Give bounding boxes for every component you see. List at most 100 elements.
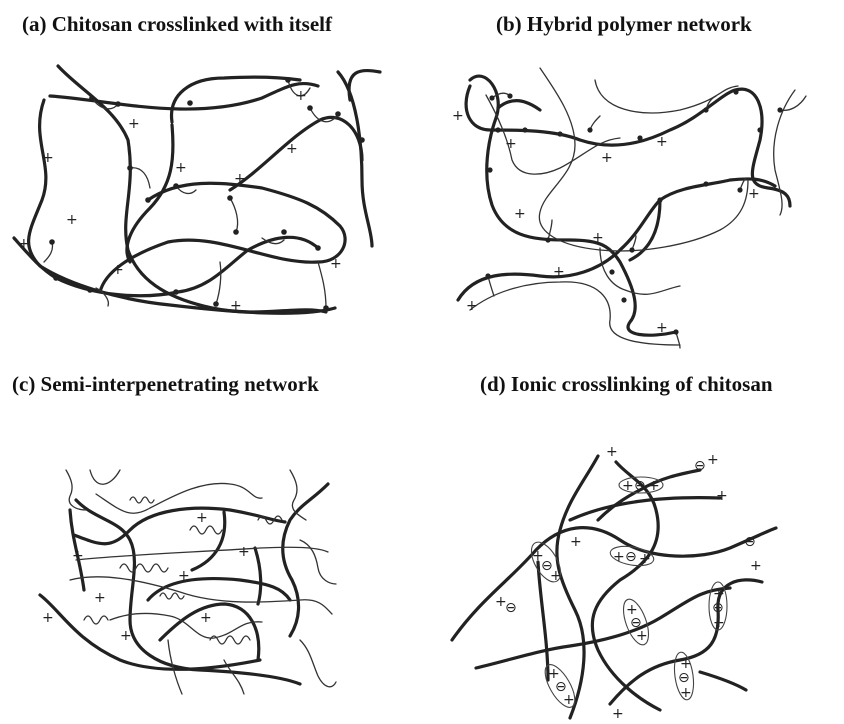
crosslink-node bbox=[737, 187, 742, 192]
panel-a-chains bbox=[14, 66, 380, 313]
crosslink-node bbox=[621, 297, 626, 302]
crosslink bbox=[130, 168, 150, 188]
polymer-chain bbox=[700, 672, 746, 690]
secondary-polymer-chain bbox=[595, 80, 738, 113]
crosslink-node bbox=[89, 95, 95, 101]
crosslink-node bbox=[187, 100, 193, 106]
polymer-chain bbox=[172, 77, 300, 122]
crosslink-node bbox=[557, 131, 562, 136]
crosslink-node bbox=[489, 95, 494, 100]
positive-charge: + bbox=[550, 568, 562, 584]
panel-c-thick-chains bbox=[40, 484, 328, 684]
positive-charge: + bbox=[505, 136, 517, 152]
positive-charge: + bbox=[94, 590, 106, 606]
polymer-chain bbox=[14, 237, 318, 295]
positive-charge: + bbox=[636, 628, 648, 644]
secondary-polymer-chain bbox=[90, 470, 120, 484]
positive-charge: + bbox=[286, 141, 298, 157]
positive-charge: + bbox=[639, 551, 651, 567]
crosslink bbox=[44, 242, 53, 262]
positive-charge: + bbox=[601, 150, 613, 166]
positive-charge: + bbox=[234, 171, 246, 187]
crosslink-node bbox=[609, 269, 614, 274]
crosslink-node bbox=[285, 77, 291, 83]
crosslink-node bbox=[733, 89, 738, 94]
positive-charge: + bbox=[592, 230, 604, 246]
positive-charge: + bbox=[648, 478, 660, 494]
crosslink-node bbox=[487, 167, 492, 172]
crosslink-node bbox=[307, 105, 313, 111]
crosslink-node bbox=[703, 181, 708, 186]
positive-charge: + bbox=[178, 568, 190, 584]
polymer-chain bbox=[458, 179, 775, 300]
crosslink bbox=[492, 93, 510, 98]
polymer-chain bbox=[74, 508, 285, 544]
positive-charge: + bbox=[72, 548, 84, 564]
crosslink-node bbox=[173, 183, 179, 189]
crosslink-node bbox=[522, 127, 527, 132]
crosslink-node bbox=[757, 127, 762, 132]
positive-charge: + bbox=[128, 116, 140, 132]
secondary-polymer-chain bbox=[120, 564, 168, 572]
panel-b-thick-chains bbox=[458, 76, 790, 335]
polymer-chain bbox=[40, 595, 260, 669]
crosslink-node bbox=[115, 101, 121, 107]
polymer-chain bbox=[498, 101, 540, 110]
panel-d-ionic-pairs: + ⊖ + + ⊖ + + ⊖ + + ⊖ + + ⊖ + + ⊖ + + bbox=[525, 477, 727, 712]
positive-charge: + bbox=[713, 615, 725, 631]
panel-d-diagram: + ⊖ + + ⊖ + + ⊖ + + ⊖ + + ⊖ + + ⊖ + + bbox=[452, 444, 776, 722]
positive-charge: + bbox=[606, 444, 618, 460]
crosslink-node bbox=[703, 107, 708, 112]
positive-charge: + bbox=[553, 264, 565, 280]
crosslink-node bbox=[629, 247, 634, 252]
secondary-polymer-chain bbox=[210, 636, 250, 644]
negative-charge: ⊖ bbox=[678, 670, 690, 686]
negative-charge: ⊖ bbox=[625, 549, 637, 565]
positive-charge: + bbox=[230, 298, 242, 314]
negative-charge: ⊖ bbox=[634, 478, 646, 494]
polymer-chain bbox=[100, 183, 345, 292]
polymer-chain bbox=[255, 548, 261, 604]
secondary-polymer-chain bbox=[300, 540, 336, 584]
crosslink-node bbox=[233, 229, 239, 235]
positive-charge: + bbox=[656, 320, 668, 336]
crosslink-node bbox=[637, 135, 642, 140]
crosslink bbox=[548, 220, 552, 240]
crosslink-node bbox=[127, 165, 133, 171]
panel-a-diagram: + + + + + + + + + + + bbox=[14, 66, 380, 314]
polymer-chain bbox=[283, 484, 328, 636]
positive-charge: + bbox=[175, 160, 187, 176]
secondary-polymer-chain bbox=[190, 526, 222, 534]
crosslink-node bbox=[145, 197, 151, 203]
polymer-chain bbox=[338, 72, 372, 246]
positive-charge: + bbox=[466, 298, 478, 314]
positive-charge: + bbox=[563, 692, 575, 708]
crosslink-node bbox=[507, 93, 512, 98]
positive-charge: + bbox=[707, 452, 719, 468]
crosslink-node bbox=[173, 289, 179, 295]
positive-charge: + bbox=[42, 610, 54, 626]
negative-charge: ⊖ bbox=[694, 458, 706, 474]
negative-charge: ⊖ bbox=[505, 600, 517, 616]
positive-charge: + bbox=[112, 262, 124, 278]
crosslink-node bbox=[587, 127, 592, 132]
crosslink-node bbox=[657, 197, 662, 202]
positive-charge: + bbox=[330, 256, 342, 272]
positive-charge: + bbox=[750, 558, 762, 574]
positive-charge: + bbox=[238, 544, 250, 560]
polymer-chain bbox=[538, 562, 548, 680]
crosslink bbox=[318, 262, 326, 308]
crosslink-node bbox=[49, 239, 55, 245]
positive-charge: + bbox=[295, 88, 307, 104]
panel-c-diagram: + + + + + + + + bbox=[40, 470, 336, 694]
positive-charge: + bbox=[748, 186, 760, 202]
secondary-polymer-chain bbox=[66, 470, 86, 510]
crosslink bbox=[216, 262, 221, 304]
positive-charge: + bbox=[18, 236, 30, 252]
crosslink-node bbox=[485, 273, 490, 278]
crosslink-node bbox=[545, 237, 550, 242]
crosslink-node bbox=[673, 329, 678, 334]
negative-charge: ⊖ bbox=[744, 534, 756, 550]
panel-c-thin-chains bbox=[66, 470, 336, 694]
panel-b-diagram: + + + + + + + + + + bbox=[452, 68, 806, 348]
